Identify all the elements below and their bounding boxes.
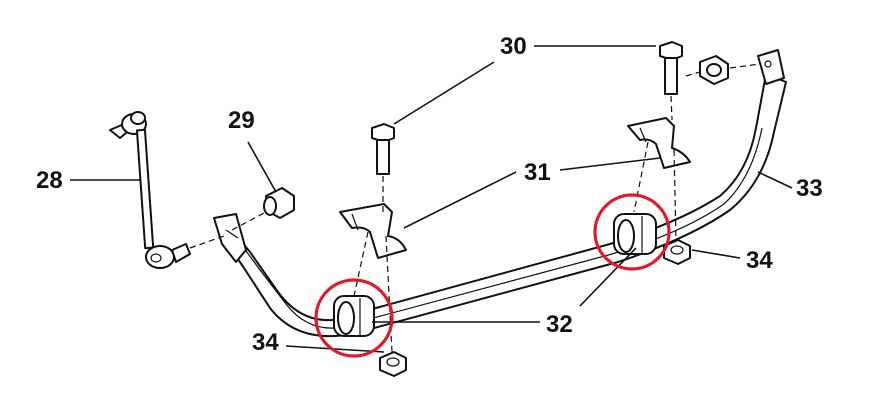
highlight-circle-left	[314, 278, 394, 358]
assembly-lines	[189, 63, 761, 353]
nut-upper-right	[699, 55, 729, 85]
highlights	[314, 193, 671, 358]
callout-30: 30	[500, 33, 527, 60]
leader-lines	[70, 45, 793, 353]
stabilizer-bar	[213, 49, 787, 338]
nut-29	[263, 187, 295, 219]
bolt-30-right	[659, 41, 683, 95]
bushing-32-right	[613, 213, 657, 255]
nut-34-right	[663, 239, 691, 265]
bolt-30-left	[371, 123, 395, 175]
callout-28: 28	[36, 167, 63, 194]
callout-34-left: 34	[252, 329, 279, 356]
callout-29: 29	[228, 107, 255, 134]
sway-bar-link	[109, 111, 191, 269]
callout-33: 33	[796, 175, 823, 202]
callout-31: 31	[524, 159, 551, 186]
clamp-31-left	[339, 203, 407, 259]
callout-34-right: 34	[746, 247, 773, 274]
callout-labels: 28 29 30 31 32 33 34 34	[36, 33, 823, 356]
bushing-32-left	[333, 295, 375, 337]
nut-34-left	[379, 351, 407, 377]
highlight-circle-right	[593, 193, 671, 271]
callout-32: 32	[546, 311, 573, 338]
